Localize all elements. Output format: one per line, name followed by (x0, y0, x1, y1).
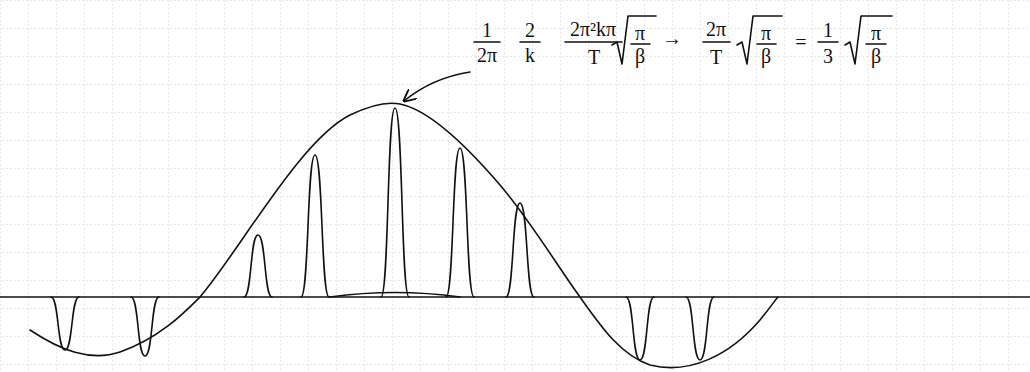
formula-text: 1 (823, 20, 833, 40)
formula-text: → (662, 28, 682, 48)
formula-text: 1 (482, 20, 492, 40)
pulse (381, 108, 409, 297)
formula-text: π (761, 23, 771, 43)
formula-text: = (795, 32, 806, 52)
pulse (626, 297, 654, 360)
formula-text: T (588, 47, 600, 67)
radical-sign (845, 16, 892, 64)
fraction-bar (866, 43, 886, 45)
formula-text: π (871, 23, 881, 43)
pulse (506, 203, 534, 297)
formula-text: 2π (477, 45, 497, 65)
fraction-bar (565, 41, 622, 43)
formula-text: 2π²kπ (570, 19, 616, 39)
radical-sign (612, 16, 656, 64)
fraction-bar (474, 41, 500, 43)
formula-text: β (635, 46, 645, 66)
fraction-bar (520, 41, 540, 43)
formula-text: 2 (525, 20, 535, 40)
fraction-bar (757, 43, 776, 45)
formula-text: β (761, 46, 771, 66)
pulse (301, 155, 329, 297)
fraction-bar (631, 43, 650, 45)
pulse (131, 297, 159, 356)
axis-line (0, 296, 1030, 298)
formula-text: 3 (823, 46, 833, 66)
formula-text: 2π (706, 19, 726, 39)
radical-sign (737, 16, 782, 64)
leader-arrow (404, 72, 470, 101)
formula-text: T (710, 47, 722, 67)
pulse (446, 148, 474, 297)
pulse (51, 297, 79, 350)
pulse (244, 235, 272, 297)
fraction-bar (818, 41, 838, 43)
pulse (686, 297, 714, 360)
envelope-curve (30, 103, 778, 367)
formula-text: k (525, 45, 535, 65)
formula-text: π (635, 23, 645, 43)
baseline-bump (330, 293, 460, 298)
fraction-bar (703, 41, 730, 43)
formula-text: β (871, 46, 881, 66)
